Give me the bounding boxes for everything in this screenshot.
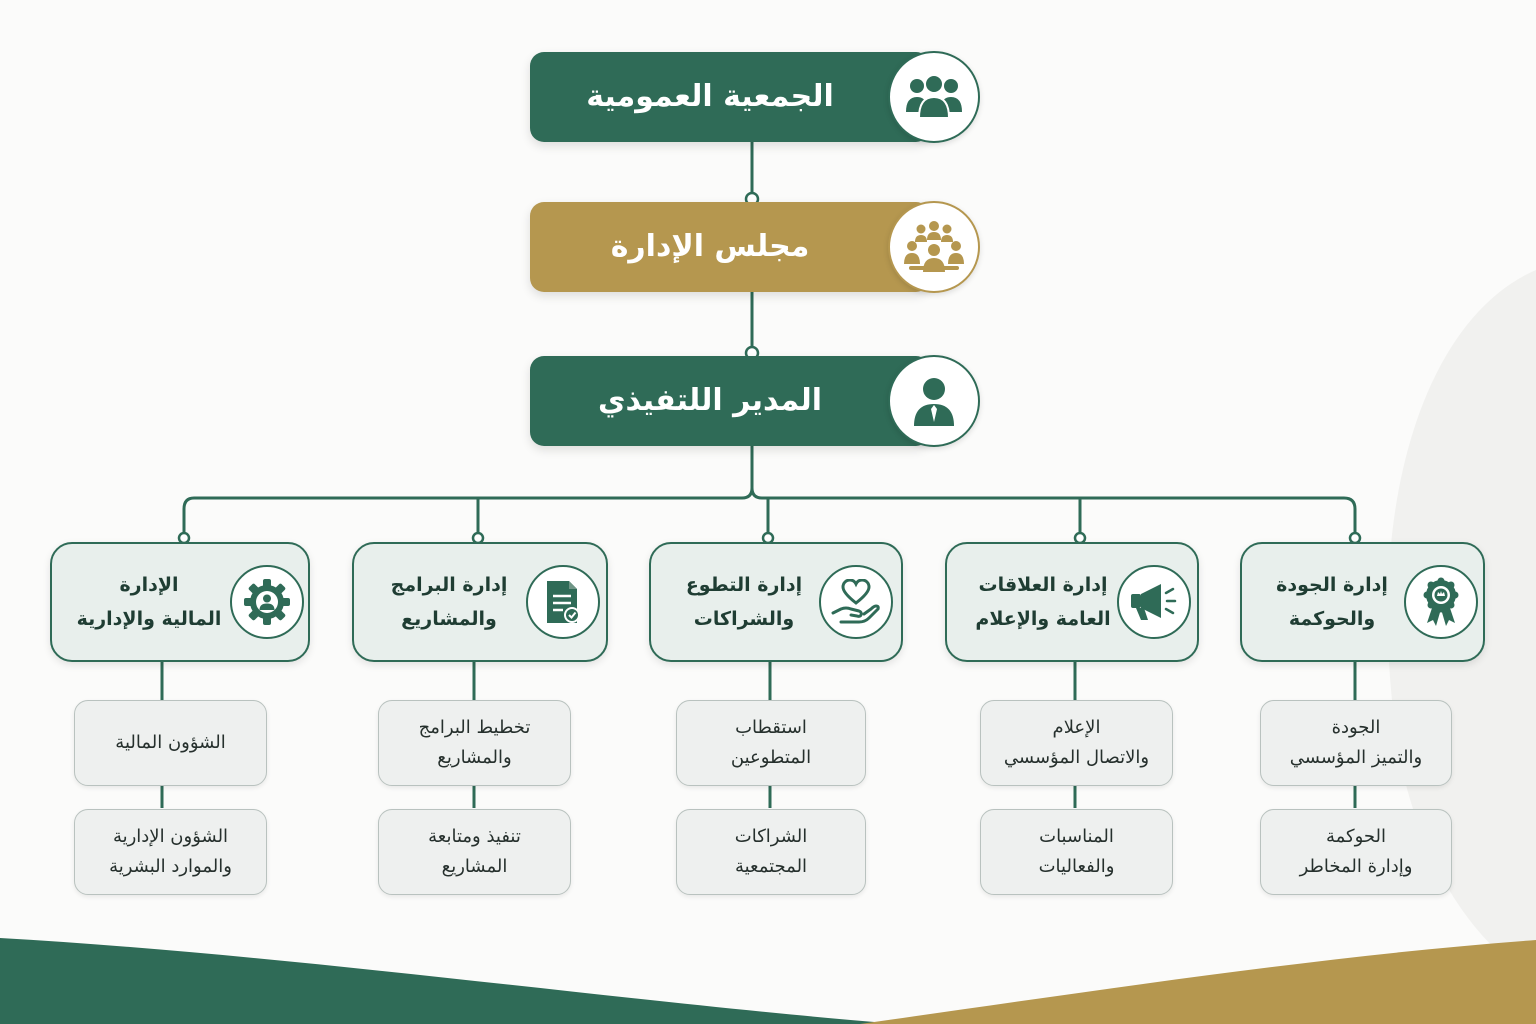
sub-unit-admin-hr[interactable]: الشؤون الإدارية والموارد البشرية	[74, 809, 267, 895]
sub-unit-financial-affairs[interactable]: الشؤون المالية	[74, 700, 267, 786]
node-label: الجمعية العمومية	[586, 79, 834, 114]
dept-label: إدارة العلاقات العامة والإعلام	[975, 574, 1111, 630]
background-wave-green	[0, 938, 900, 1024]
sub-unit-project-execution[interactable]: تنفيذ ومتابعة المشاريع	[378, 809, 571, 895]
group-icon	[888, 51, 980, 143]
connector-director-bus	[750, 446, 1357, 542]
node-general-assembly[interactable]: الجمعية العمومية	[530, 51, 980, 143]
node-bar	[530, 202, 930, 292]
dept-label: إدارة البرامج والمشاريع	[390, 574, 508, 630]
dept-label: الإدارة المالية والإدارية	[76, 574, 222, 630]
sub-unit-governance-risk[interactable]: الحوكمة وإدارة المخاطر	[1260, 809, 1452, 895]
node-label: مجلس الإدارة	[610, 229, 810, 264]
node-bar	[530, 52, 930, 142]
sub-unit-program-planning[interactable]: تخطيط البرامج والمشاريع	[378, 700, 571, 786]
background-wave-gold	[860, 940, 1536, 1024]
megaphone-icon	[1117, 565, 1191, 639]
person-icon	[888, 355, 980, 447]
sub-unit-volunteer-recruitment[interactable]: استقطاب المتطوعين	[676, 700, 866, 786]
dept-programs-projects[interactable]: إدارة البرامج والمشاريع	[352, 542, 608, 662]
document-icon	[526, 565, 600, 639]
dept-volunteering-partnerships[interactable]: إدارة التطوع والشراكات	[649, 542, 903, 662]
node-bar	[530, 356, 930, 446]
dept-quality-governance[interactable]: إدارة الجودة والحوكمة	[1240, 542, 1485, 662]
node-label: المدير اللتفيذي	[597, 383, 823, 418]
dept-public-relations-media[interactable]: إدارة العلاقات العامة والإعلام	[945, 542, 1199, 662]
node-board[interactable]: مجلس الإدارة	[530, 201, 980, 293]
sub-unit-community-partnerships[interactable]: الشراكات المجتمعية	[676, 809, 866, 895]
dept-finance-admin[interactable]: الإدارة المالية والإدارية	[50, 542, 310, 662]
award-ribbon-icon	[1404, 565, 1478, 639]
heart-hand-icon	[819, 565, 893, 639]
node-executive-director[interactable]: المدير اللتفيذي	[530, 355, 980, 447]
dept-label: إدارة الجودة والحوكمة	[1276, 574, 1388, 630]
connector-bus-left	[182, 487, 754, 542]
gear-person-icon	[230, 565, 304, 639]
sub-unit-events[interactable]: المناسبات والفعاليات	[980, 809, 1173, 895]
dept-label: إدارة التطوع والشراكات	[685, 574, 803, 630]
board-members-icon	[888, 201, 980, 293]
sub-unit-media-communication[interactable]: الإعلام والاتصال المؤسسي	[980, 700, 1173, 786]
sub-unit-quality-excellence[interactable]: الجودة والتميز المؤسسي	[1260, 700, 1452, 786]
